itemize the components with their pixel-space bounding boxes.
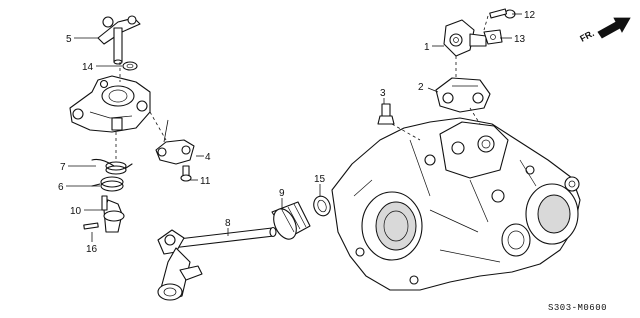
part-16-pin[interactable] <box>83 222 99 230</box>
part-3-breather[interactable] <box>377 103 395 125</box>
callout-11: 11 <box>200 176 211 187</box>
transmission-case[interactable] <box>331 117 581 291</box>
part-7-spring[interactable] <box>91 158 133 175</box>
part-5-shift-arm[interactable] <box>97 15 141 65</box>
front-direction-indicator: FR. <box>578 17 631 44</box>
callout-13: 13 <box>514 34 526 45</box>
part-12-bolt[interactable] <box>489 8 516 19</box>
part-14-washer[interactable] <box>122 61 138 71</box>
part-10-shift-piece[interactable] <box>101 195 125 233</box>
part-6-spring[interactable] <box>91 176 124 192</box>
front-arrow-icon <box>597 17 631 39</box>
part-9-shift-guide[interactable] <box>269 201 311 243</box>
callout-labels: 5 14 4 11 7 6 10 16 8 9 15 3 1 2 12 13 <box>58 10 536 255</box>
callout-6: 6 <box>58 182 64 193</box>
leader-lines <box>66 13 522 242</box>
part-2-interlock-base[interactable] <box>435 77 491 113</box>
callout-4: 4 <box>205 152 211 163</box>
callout-14: 14 <box>82 62 94 73</box>
callout-8: 8 <box>225 218 231 229</box>
callout-2: 2 <box>418 82 424 93</box>
shift-lever-housing[interactable] <box>69 75 151 133</box>
callout-7: 7 <box>60 162 66 173</box>
callout-5: 5 <box>66 34 72 45</box>
callout-12: 12 <box>524 10 536 21</box>
part-4-shift-holder[interactable] <box>155 119 195 165</box>
callout-10: 10 <box>70 206 82 217</box>
callout-1: 1 <box>424 42 430 53</box>
diagram-code: S303-M0600 <box>548 303 607 313</box>
part-13-clip[interactable] <box>483 29 503 45</box>
part-11-bolt[interactable] <box>180 165 192 182</box>
part-8-change-shaft[interactable] <box>157 226 277 301</box>
callout-15: 15 <box>314 174 326 185</box>
part-15-oil-seal[interactable] <box>311 194 333 218</box>
callout-9: 9 <box>279 188 285 199</box>
callout-16: 16 <box>86 244 98 255</box>
front-label: FR. <box>578 28 595 44</box>
part-1-interlock[interactable] <box>443 19 487 57</box>
callout-3: 3 <box>380 88 386 99</box>
